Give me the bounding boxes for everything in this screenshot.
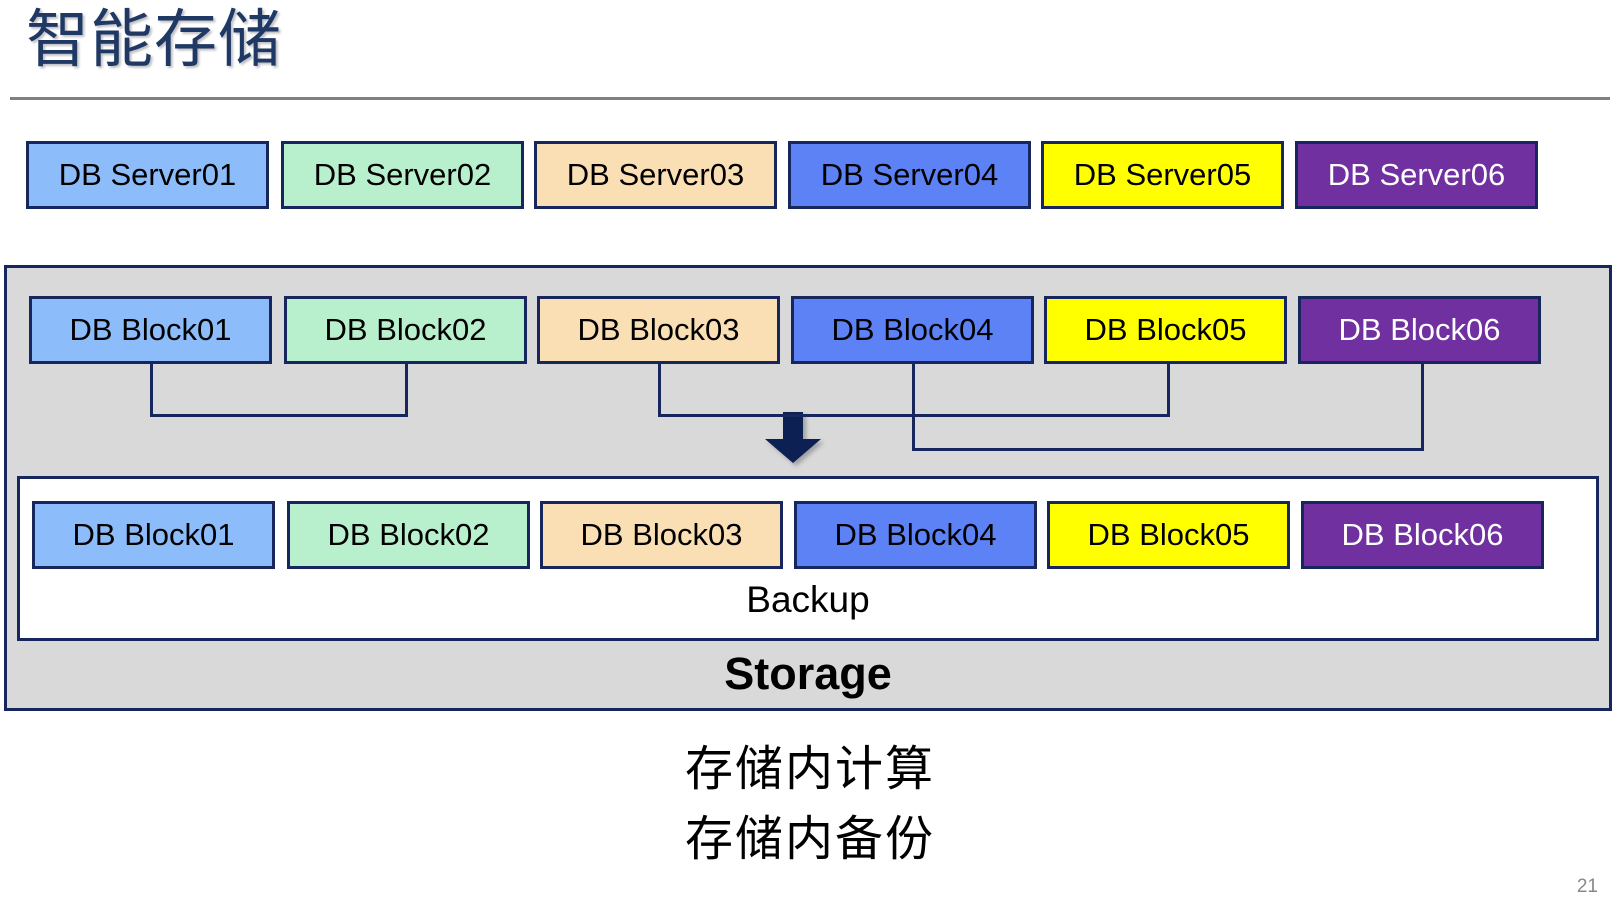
db-server-box-label: DB Server05 — [1073, 157, 1252, 192]
db-server-box-label: DB Server02 — [313, 157, 492, 192]
db-server-box-label: DB Server06 — [1327, 157, 1506, 192]
connector-line-7 — [912, 364, 915, 451]
db-block-backup-4[interactable]: DB Block04 — [794, 501, 1037, 569]
down-arrow-icon — [765, 412, 821, 463]
storage-container: Backup DB Block01 DB Block02 DB Block03 DB … — [4, 265, 1612, 711]
db-block-primary-label: DB Block02 — [324, 312, 487, 347]
db-server-box-1[interactable]: DB Server01 — [26, 141, 269, 209]
db-block-backup-label: DB Block04 — [834, 517, 997, 552]
caption-line-1: 存储内计算 — [684, 743, 935, 796]
connector-line-9 — [1421, 364, 1424, 451]
db-block-backup-6[interactable]: DB Block06 — [1301, 501, 1544, 569]
db-block-backup-label: DB Block03 — [580, 517, 743, 552]
db-block-backup-label: DB Block05 — [1087, 517, 1250, 552]
db-block-primary-3[interactable]: DB Block03 — [537, 296, 780, 364]
db-server-box-3[interactable]: DB Server03 — [534, 141, 777, 209]
backup-panel: Backup DB Block01 DB Block02 DB Block03 DB … — [17, 476, 1599, 641]
db-server-box-6[interactable]: DB Server06 — [1295, 141, 1538, 209]
db-block-backup-5[interactable]: DB Block05 — [1047, 501, 1290, 569]
connector-line-6 — [1167, 364, 1170, 417]
db-block-primary-6[interactable]: DB Block06 — [1298, 296, 1541, 364]
db-block-primary-label: DB Block05 — [1084, 312, 1247, 347]
connector-line-1 — [150, 364, 153, 417]
db-block-backup-1[interactable]: DB Block01 — [32, 501, 275, 569]
db-block-primary-5[interactable]: DB Block05 — [1044, 296, 1287, 364]
db-block-primary-2[interactable]: DB Block02 — [284, 296, 527, 364]
connector-line-4 — [658, 364, 661, 417]
db-block-backup-label: DB Block02 — [327, 517, 490, 552]
db-server-box-label: DB Server04 — [820, 157, 999, 192]
db-server-box-5[interactable]: DB Server05 — [1041, 141, 1284, 209]
db-block-backup-3[interactable]: DB Block03 — [540, 501, 783, 569]
storage-label: Storage — [724, 648, 892, 699]
db-block-backup-label: DB Block01 — [72, 517, 235, 552]
db-server-box-label: DB Server03 — [566, 157, 745, 192]
db-block-primary-1[interactable]: DB Block01 — [29, 296, 272, 364]
db-block-primary-label: DB Block03 — [577, 312, 740, 347]
db-block-backup-label: DB Block06 — [1341, 517, 1504, 552]
caption-line-2: 存储内备份 — [684, 812, 935, 866]
title-divider — [10, 97, 1610, 100]
connector-line-8 — [912, 448, 1424, 451]
db-server-box-label: DB Server01 — [58, 157, 237, 192]
connector-line-3 — [405, 364, 408, 417]
page-title: 智能存储 — [26, 5, 282, 75]
db-block-primary-label: DB Block01 — [69, 312, 232, 347]
connector-line-2 — [150, 414, 408, 417]
backup-label: Backup — [746, 579, 870, 620]
db-block-primary-label: DB Block06 — [1338, 312, 1501, 347]
db-server-box-2[interactable]: DB Server02 — [281, 141, 524, 209]
db-block-backup-2[interactable]: DB Block02 — [287, 501, 530, 569]
page-number: 21 — [1576, 876, 1598, 897]
caption-block: 存储内计算 存储内备份 — [0, 735, 1620, 874]
db-block-primary-4[interactable]: DB Block04 — [791, 296, 1034, 364]
db-block-primary-label: DB Block04 — [831, 312, 994, 347]
db-server-box-4[interactable]: DB Server04 — [788, 141, 1031, 209]
